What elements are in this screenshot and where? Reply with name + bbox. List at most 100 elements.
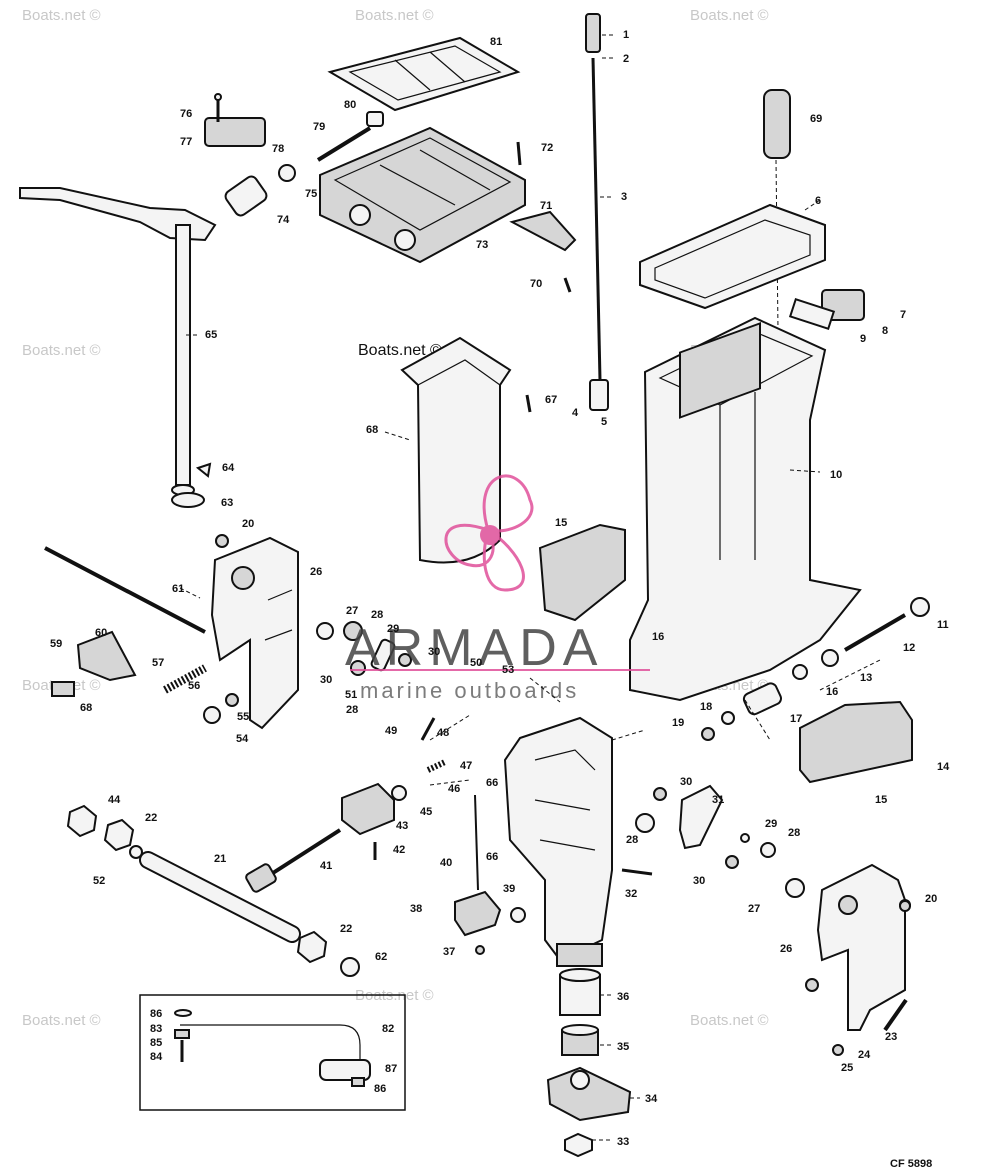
callout-57: 57 (152, 657, 164, 669)
callout-69: 69 (810, 113, 822, 125)
watermark: Boats.net © (690, 7, 769, 24)
callout-4: 4 (572, 407, 579, 419)
part-74-bushing (224, 164, 296, 217)
part-35-bushing (561, 1024, 599, 1056)
callout-47: 47 (460, 760, 472, 772)
logo-wordmark: ARMADA (345, 619, 603, 677)
callout-19: 19 (672, 717, 684, 729)
parts-27-30-pivot (316, 621, 436, 741)
watermark-center: Boats.net © (358, 342, 442, 359)
part-26-stern-bracket-left (210, 536, 299, 730)
callout-49: 49 (385, 725, 397, 737)
callout-41: 41 (320, 860, 332, 872)
part-38-clamp (454, 794, 526, 955)
leader-lines (179, 34, 881, 1141)
logo-tagline: marine outboards (360, 678, 579, 703)
callout-11: 11 (937, 619, 949, 631)
part-77-bracket (204, 93, 266, 147)
callout-30b: 30 (320, 674, 332, 686)
callout-33: 33 (617, 1136, 629, 1148)
callout-45: 45 (420, 806, 432, 818)
callout-15a: 15 (555, 517, 567, 529)
callout-51: 51 (345, 689, 357, 701)
part-10-exhaust-housing (629, 316, 862, 702)
callout-5: 5 (601, 416, 607, 428)
callout-30c: 30 (680, 776, 692, 788)
part-12-bolt (701, 597, 930, 741)
callout-2: 2 (623, 53, 629, 65)
callout-44: 44 (108, 794, 121, 806)
callout-55: 55 (237, 711, 249, 723)
part-15-cover-upper (538, 523, 626, 622)
callout-60: 60 (95, 627, 107, 639)
small-hardware (215, 534, 911, 912)
part-61-tilt-rod (44, 546, 206, 634)
callout-18: 18 (700, 701, 712, 713)
inset-box-tilt-lock (139, 994, 406, 1111)
callout-85: 85 (150, 1037, 162, 1049)
callout-28d: 28 (788, 827, 800, 839)
callout-3: 3 (621, 191, 627, 203)
callout-68: 68 (366, 424, 378, 436)
callout-62: 62 (375, 951, 387, 963)
callout-22b: 22 (340, 923, 352, 935)
part-6-gasket (639, 203, 826, 310)
callout-1: 1 (623, 29, 629, 41)
part-71-bracket (509, 141, 577, 413)
callout-66a: 66 (486, 777, 498, 789)
callout-53: 53 (502, 664, 514, 676)
callout-76: 76 (180, 108, 192, 120)
callout-86a: 86 (150, 1008, 162, 1020)
part-57-spring (163, 664, 239, 724)
callout-31: 31 (712, 794, 724, 806)
callout-28b: 28 (346, 704, 358, 716)
callout-38: 38 (410, 903, 422, 915)
callout-72: 72 (541, 142, 553, 154)
callout-28a: 28 (371, 609, 383, 621)
part-3-shift-rod (585, 13, 609, 411)
callout-34: 34 (645, 1093, 658, 1105)
callout-14: 14 (937, 761, 950, 773)
callout-78: 78 (272, 143, 284, 155)
callout-27a: 27 (346, 605, 358, 617)
callout-52: 52 (93, 875, 105, 887)
part-41-handle (245, 828, 342, 893)
part-36-bushing (559, 968, 601, 1016)
callout-25: 25 (841, 1062, 853, 1074)
callout-39: 39 (503, 883, 515, 895)
callout-40: 40 (440, 857, 452, 869)
part-81-gasket (327, 36, 521, 112)
callout-70: 70 (530, 278, 542, 290)
callout-87: 87 (385, 1063, 397, 1075)
callout-84: 84 (150, 1051, 163, 1063)
part-65-steering-arm (19, 187, 217, 508)
watermark: Boats.net © (22, 7, 101, 24)
callout-82: 82 (382, 1023, 394, 1035)
callout-26b: 26 (780, 943, 792, 955)
callout-27b: 27 (748, 903, 760, 915)
part-53-swivel-bracket (503, 716, 613, 967)
callout-66b: 66 (486, 851, 498, 863)
callout-73: 73 (476, 239, 488, 251)
callout-61: 61 (172, 583, 184, 595)
callout-7: 7 (900, 309, 906, 321)
callout-23: 23 (885, 1031, 897, 1043)
callout-21: 21 (214, 853, 226, 865)
callout-8: 8 (882, 325, 888, 337)
callout-26a: 26 (310, 566, 322, 578)
part-33-nut (564, 1132, 593, 1158)
callout-37: 37 (443, 946, 455, 958)
callout-48: 48 (437, 727, 449, 739)
watermark: Boats.net © (355, 7, 434, 24)
watermark: Boats.net © (690, 1012, 769, 1029)
callout-20b: 20 (925, 893, 937, 905)
part-43-block (341, 759, 447, 860)
callout-9: 9 (860, 333, 866, 345)
callout-58: 68 (80, 702, 92, 714)
callout-28c: 28 (626, 834, 638, 846)
callout-86b: 86 (374, 1083, 386, 1095)
callout-79: 79 (313, 121, 325, 133)
callout-30d: 30 (693, 875, 705, 887)
callout-labels: 1 2 3 4 5 6 7 8 9 10 11 12 13 14 15 15 1… (50, 29, 950, 1148)
